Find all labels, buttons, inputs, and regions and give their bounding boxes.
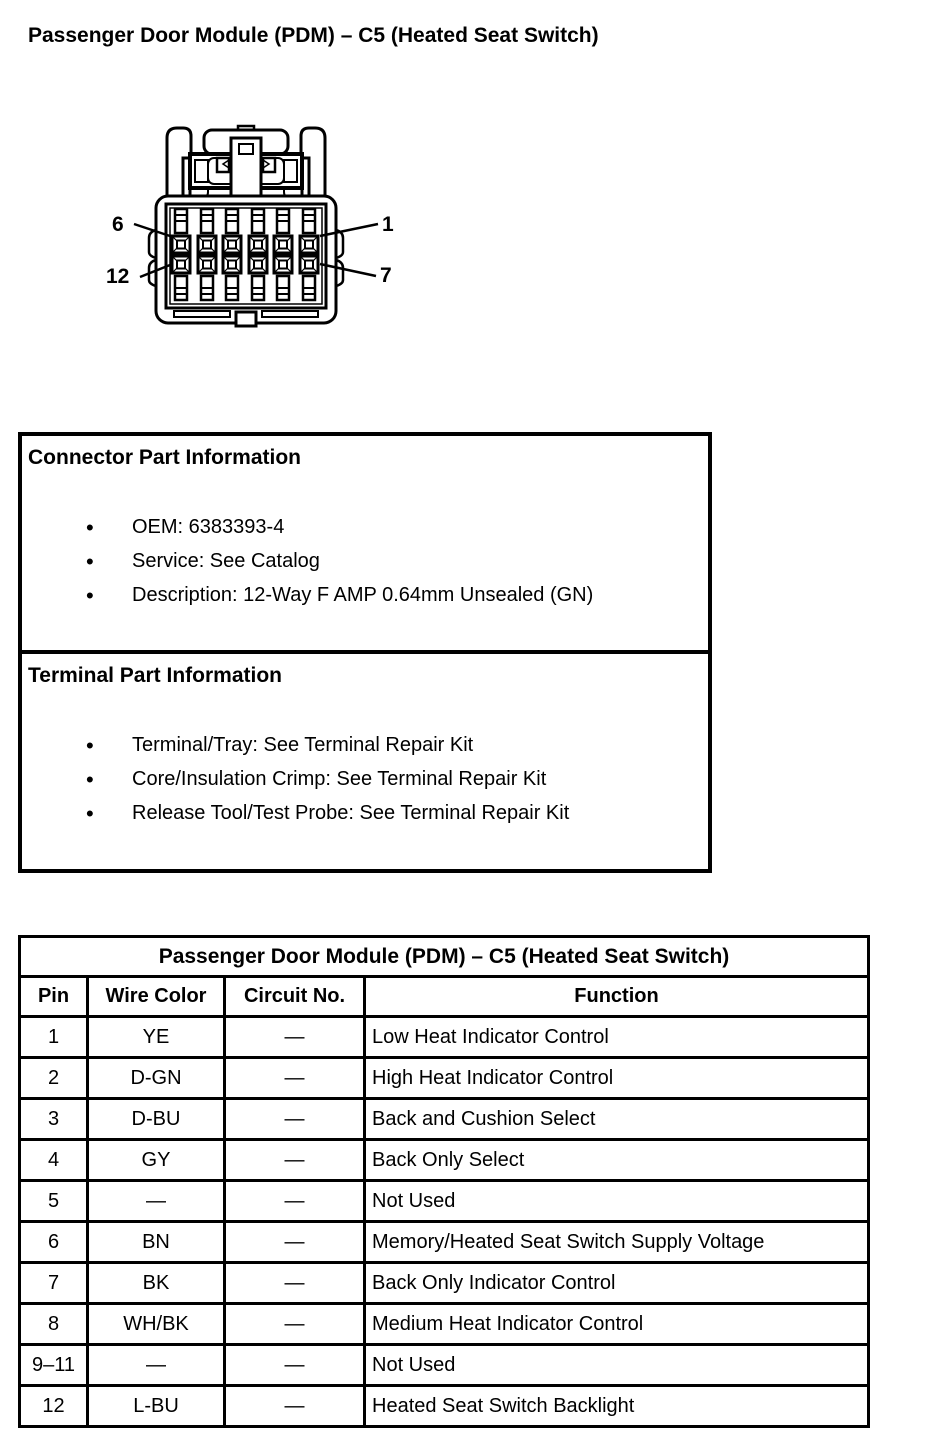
list-item: Release Tool/Test Probe: See Terminal Re… [86,802,700,825]
list-item: Core/Insulation Crimp: See Terminal Repa… [86,768,700,791]
wire-color-cell: GY [86,1138,226,1182]
column-header-wire-color: Wire Color [86,975,226,1018]
column-header-pin: Pin [18,975,89,1018]
pin-label-7: 7 [380,264,392,287]
wire-color-cell: YE [86,1015,226,1059]
connector-part-information-section: Connector Part Information OEM: 6383393-… [22,436,708,650]
pin-cell: 2 [18,1056,89,1100]
page-title: Passenger Door Module (PDM) – C5 (Heated… [28,24,599,47]
table-header-row: Pin Wire Color Circuit No. Function [18,975,870,1018]
circuit-no-cell: — [223,1302,366,1346]
wire-color-cell: BK [86,1261,226,1305]
pin-cell: 9–11 [18,1343,89,1387]
pin-cell: 4 [18,1138,89,1182]
connector-part-information-heading: Connector Part Information [28,446,302,469]
wire-color-cell: BN [86,1220,226,1264]
terminal-part-information-list: Terminal/Tray: See Terminal Repair Kit C… [28,734,700,825]
wire-color-cell: WH/BK [86,1302,226,1346]
pin-cell: 8 [18,1302,89,1346]
pin-callout-lines [133,222,379,279]
pin-label-12: 12 [106,265,129,288]
connector-diagram: 6 12 1 7 [106,124,394,328]
pin-cell: 3 [18,1097,89,1141]
wire-color-cell: D-GN [86,1056,226,1100]
list-item: Description: 12-Way F AMP 0.64mm Unseale… [86,584,700,607]
pin-cell: 6 [18,1220,89,1264]
terminal-part-information-section: Terminal Part Information Terminal/Tray:… [22,650,708,825]
connector-part-information-list: OEM: 6383393-4 Service: See Catalog Desc… [28,516,700,607]
list-item: Service: See Catalog [86,550,700,573]
circuit-no-cell: — [223,1384,366,1428]
function-cell: Back Only Indicator Control [363,1261,870,1305]
function-cell: Back and Cushion Select [363,1097,870,1141]
pin-label-6: 6 [112,213,124,236]
wire-color-cell: D-BU [86,1097,226,1141]
wire-color-cell: — [86,1179,226,1223]
pin-cell: 5 [18,1179,89,1223]
circuit-no-cell: — [223,1343,366,1387]
function-cell: Memory/Heated Seat Switch Supply Voltage [363,1220,870,1264]
circuit-no-cell: — [223,1138,366,1182]
wire-color-cell: — [86,1343,226,1387]
circuit-no-cell: — [223,1056,366,1100]
column-header-circuit-no: Circuit No. [223,975,366,1018]
function-cell: Not Used [363,1343,870,1387]
function-cell: Heated Seat Switch Backlight [363,1384,870,1428]
pinout-table: Passenger Door Module (PDM) – C5 (Heated… [18,935,870,1428]
circuit-no-cell: — [223,1015,366,1059]
function-cell: Medium Heat Indicator Control [363,1302,870,1346]
table-row: 5——Not Used [18,1179,870,1223]
circuit-no-cell: — [223,1261,366,1305]
pin-label-1: 1 [382,213,394,236]
table-row: 9–11——Not Used [18,1343,870,1387]
pin-cell: 1 [18,1015,89,1059]
pin-cell: 12 [18,1384,89,1428]
function-cell: High Heat Indicator Control [363,1056,870,1100]
list-item: Terminal/Tray: See Terminal Repair Kit [86,734,700,757]
column-header-function: Function [363,975,870,1018]
pin-cell: 7 [18,1261,89,1305]
function-cell: Not Used [363,1179,870,1223]
wire-color-cell: L-BU [86,1384,226,1428]
list-item: OEM: 6383393-4 [86,516,700,539]
circuit-no-cell: — [223,1097,366,1141]
function-cell: Back Only Select [363,1138,870,1182]
part-information-box: Connector Part Information OEM: 6383393-… [18,432,712,873]
function-cell: Low Heat Indicator Control [363,1015,870,1059]
terminal-part-information-heading: Terminal Part Information [28,664,282,687]
table-title-row: Passenger Door Module (PDM) – C5 (Heated… [18,935,870,978]
circuit-no-cell: — [223,1179,366,1223]
circuit-no-cell: — [223,1220,366,1264]
table-title: Passenger Door Module (PDM) – C5 (Heated… [18,935,870,978]
